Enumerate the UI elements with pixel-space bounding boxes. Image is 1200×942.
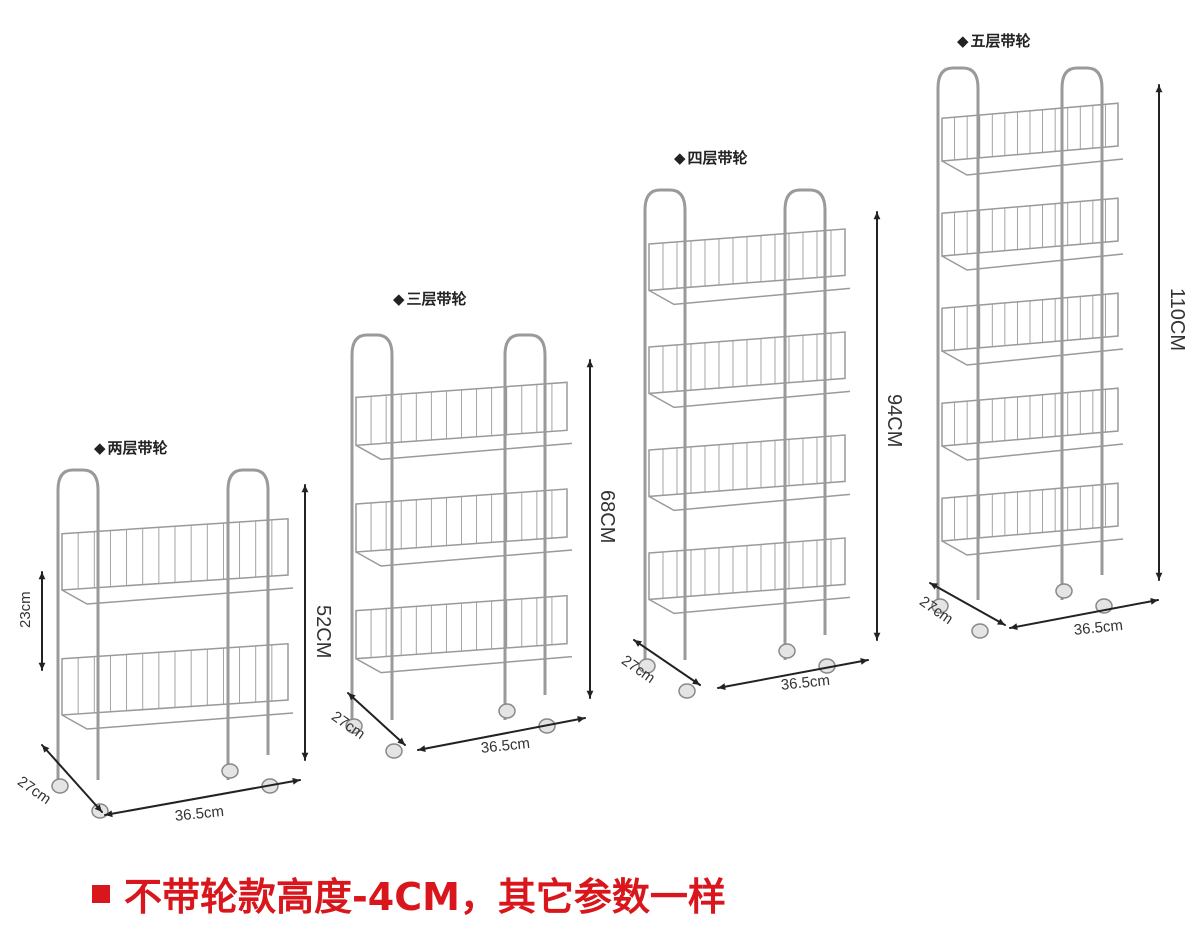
- height-label-3-tier: 68CM: [596, 490, 618, 544]
- rack-2-tier-frame-post: [56, 468, 100, 780]
- rack-2-tier-depth-dimension-arrow-start: [42, 745, 50, 753]
- rack-5-tier-height-dimension-arrow-start: [1155, 85, 1163, 93]
- rack-5-tier-depth-dimension-arrow-start: [930, 583, 938, 590]
- rack-2-tier-basket-1: [61, 517, 289, 591]
- rack-4-tier-frame-post: [643, 188, 687, 660]
- notice-text: 不带轮款高度-4CM，其它参数一样: [124, 875, 726, 919]
- rack-5-tier-basket-2-floor: [941, 253, 1124, 271]
- rack-5-tier-depth-dimension-arrow-end: [997, 618, 1005, 625]
- rack-5-tier-height-dimension-arrow-end: [1155, 572, 1163, 580]
- rack-5-tier-caster-wheel: [1055, 583, 1073, 599]
- rack-3-tier-basket-1-floor: [355, 442, 573, 461]
- height-label-2-tier: 52CM: [312, 605, 334, 659]
- rack-4-tier-basket-3-floor: [648, 493, 851, 512]
- rack-2-tier-basket-2: [61, 642, 289, 716]
- rack-5-tier-frame-post: [1060, 66, 1104, 600]
- rack-4-tier-depth-dimension-arrow-start: [634, 640, 642, 647]
- rack-4-tier-height-dimension-arrow-end: [873, 632, 881, 640]
- rack-3-tier-basket-1: [355, 381, 568, 447]
- rack-5-tier-basket-5-floor: [941, 538, 1124, 556]
- rack-5-tier-width-dimension-arrow-start: [1010, 623, 1018, 631]
- rack-title-2-tier: ◆两层带轮: [94, 439, 168, 457]
- height-label-4-tier: 94CM: [883, 394, 905, 448]
- rack-4-tier-width-dimension-arrow-end: [860, 657, 868, 665]
- rack-2-tier-basket-1-floor: [61, 587, 294, 605]
- rack-3-tier-height-dimension-arrow-start: [586, 360, 594, 368]
- rack-2-tier-frame-post: [226, 468, 270, 780]
- rack-3-tier-depth-dimension: [347, 692, 406, 746]
- rack-3-tier-frame-post: [350, 333, 394, 720]
- rack-4-tier-width-dimension-arrow-start: [718, 683, 726, 691]
- rack-3-tier-caster-wheel: [385, 743, 403, 759]
- rack-5-tier-width-dimension: [1009, 599, 1159, 629]
- rack-3-tier-height-dimension-arrow-end: [586, 690, 594, 698]
- rack-4-tier-basket-4: [648, 537, 846, 601]
- rack-3-tier-frame-post: [503, 333, 547, 720]
- rack-2-tier-depth-dimension-arrow-end: [94, 804, 102, 812]
- rack-2-tier-width-dimension-arrow-start: [105, 810, 113, 818]
- rack-2-tier-width-dimension-arrow-end: [292, 777, 300, 785]
- rack-5-tier-caster-wheel: [931, 598, 949, 614]
- tier-gap-label: 23cm: [17, 591, 34, 628]
- rack-3-tier-width-dimension-arrow-end: [577, 716, 585, 723]
- rack-2-tier-width-dimension: [104, 779, 301, 816]
- rack-4-tier-basket-2-floor: [648, 390, 851, 409]
- rack-2-tier-tier-gap-dimension-arrow-start: [38, 572, 46, 580]
- rack-2-tier-height-dimension-arrow-start: [301, 485, 309, 493]
- rack-4-tier-caster-wheel: [778, 643, 796, 659]
- rack-4-tier-caster-wheel: [638, 658, 656, 674]
- rack-3-tier-width-dimension-arrow-start: [418, 745, 426, 752]
- rack-2-tier-tier-gap-dimension-arrow-end: [38, 662, 46, 670]
- height-label-5-tier: 110CM: [1166, 288, 1188, 351]
- rack-4-tier-basket-3: [648, 434, 846, 498]
- rack-4-tier-frame-post: [783, 188, 827, 660]
- rack-5-tier-basket-4-floor: [941, 443, 1124, 461]
- rack-4-tier-basket-1: [648, 228, 846, 292]
- rack-5-tier-basket-1: [941, 102, 1119, 162]
- notice-banner: 不带轮款高度-4CM，其它参数一样: [92, 866, 726, 921]
- rack-title-4-tier: ◆四层带轮: [674, 149, 748, 167]
- rack-5-tier-width-dimension-arrow-end: [1150, 597, 1158, 605]
- rack-5-tier-basket-3: [941, 292, 1119, 352]
- rack-title-3-tier: ◆三层带轮: [393, 290, 467, 308]
- rack-5-tier-basket-4: [941, 387, 1119, 447]
- rack-4-tier-depth-dimension-arrow-end: [692, 678, 700, 685]
- rack-3-tier-basket-3: [355, 594, 568, 660]
- rack-5-tier-basket-1-floor: [941, 158, 1124, 176]
- rack-2-tier-caster-wheel: [51, 778, 69, 794]
- rack-5-tier-caster-wheel: [971, 623, 989, 639]
- rack-4-tier-basket-1-floor: [648, 287, 851, 306]
- rack-5-tier-frame-post: [936, 66, 980, 600]
- rack-5-tier-depth-dimension: [929, 582, 1006, 626]
- rack-2-tier-depth-dimension: [41, 744, 103, 813]
- rack-4-tier-height-dimension-arrow-start: [873, 212, 881, 220]
- rack-title-5-tier: ◆五层带轮: [957, 32, 1031, 50]
- rack-3-tier-caster-wheel: [498, 703, 516, 719]
- rack-5-tier-basket-5: [941, 482, 1119, 542]
- rack-4-tier-basket-2: [648, 331, 846, 395]
- red-square-bullet: [92, 884, 110, 903]
- rack-5-tier-basket-3-floor: [941, 348, 1124, 366]
- rack-4-tier-depth-dimension: [633, 639, 701, 686]
- rack-4-tier-width-dimension: [717, 659, 869, 689]
- rack-2-tier-height-dimension-arrow-end: [301, 752, 309, 760]
- rack-4-tier-basket-4-floor: [648, 596, 851, 615]
- rack-4-tier-caster-wheel: [678, 683, 696, 699]
- rack-5-tier-basket-2: [941, 197, 1119, 257]
- rack-2-tier-basket-2-floor: [61, 712, 294, 730]
- rack-2-tier-caster-wheel: [221, 763, 239, 779]
- rack-3-tier-caster-wheel: [345, 718, 363, 734]
- rack-3-tier-depth-dimension-arrow-start: [348, 693, 356, 701]
- rack-3-tier-basket-2-floor: [355, 549, 573, 567]
- rack-3-tier-width-dimension: [417, 717, 586, 751]
- rack-3-tier-depth-dimension-arrow-end: [397, 737, 405, 745]
- rack-3-tier-basket-2: [355, 488, 568, 553]
- rack-3-tier-basket-3-floor: [355, 655, 573, 674]
